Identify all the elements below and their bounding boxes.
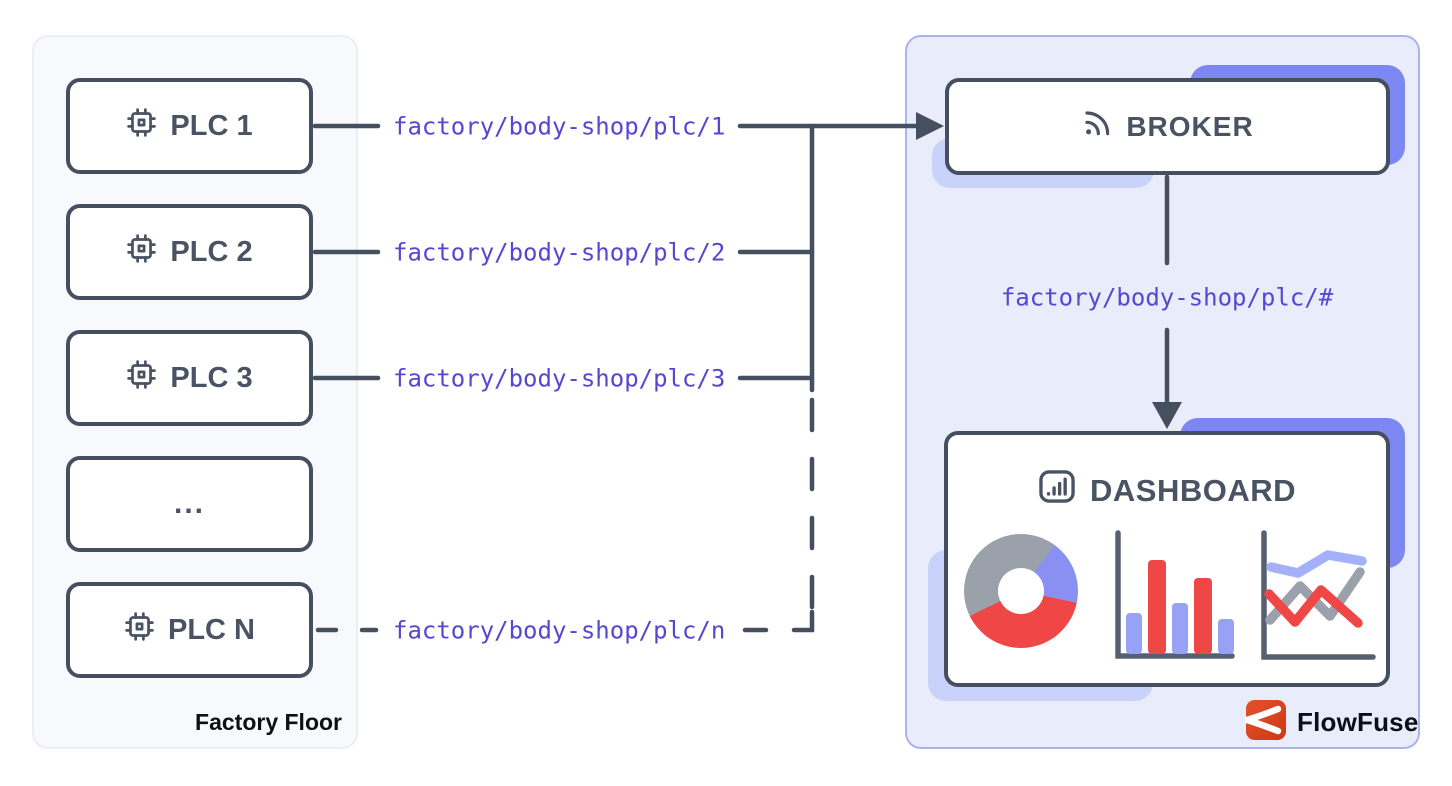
dashboard-title-row: DASHBOARD (948, 469, 1386, 512)
broker-node: BROKER (945, 78, 1390, 175)
plc-label: PLC 3 (170, 361, 253, 394)
plc-ellipsis-node: ... (66, 456, 313, 552)
topic-plc2: factory/body-shop/plc/2 (393, 238, 726, 267)
dashboard-label: DASHBOARD (1090, 472, 1296, 508)
plc-label: PLC 2 (170, 235, 253, 268)
topic-plcn: factory/body-shop/plc/n (393, 616, 726, 645)
mini-line-chart (1261, 530, 1376, 660)
topic-wildcard: factory/body-shop/plc/# (1000, 283, 1334, 312)
plc-3-node: PLC 3 (66, 330, 313, 426)
cpu-icon (126, 233, 157, 272)
flowfuse-logo-icon (1243, 699, 1287, 746)
bar-chart-icon (1038, 469, 1076, 512)
cpu-icon (126, 359, 157, 398)
plc-2-node: PLC 2 (66, 204, 313, 300)
brand-lockup: FlowFuse (1243, 699, 1419, 746)
plc-label: PLC 1 (170, 109, 253, 142)
mini-bar-chart (1115, 530, 1235, 659)
topic-plc3: factory/body-shop/plc/3 (393, 364, 726, 393)
factory-floor-caption: Factory Floor (195, 709, 342, 735)
plc-1-node: PLC 1 (66, 78, 313, 174)
broker-label: BROKER (1126, 110, 1254, 142)
connector-bus-corner (791, 609, 815, 633)
topic-plc1: factory/body-shop/plc/1 (393, 112, 726, 141)
cpu-icon (126, 107, 157, 146)
ellipsis-label: ... (173, 487, 205, 520)
donut-chart (964, 534, 1078, 648)
dashboard-node: DASHBOARD (944, 431, 1390, 687)
cpu-icon (124, 611, 155, 650)
rss-icon (1081, 107, 1113, 146)
plc-n-node: PLC N (66, 582, 313, 678)
brand-name: FlowFuse (1297, 707, 1419, 737)
plc-label: PLC N (168, 613, 255, 646)
